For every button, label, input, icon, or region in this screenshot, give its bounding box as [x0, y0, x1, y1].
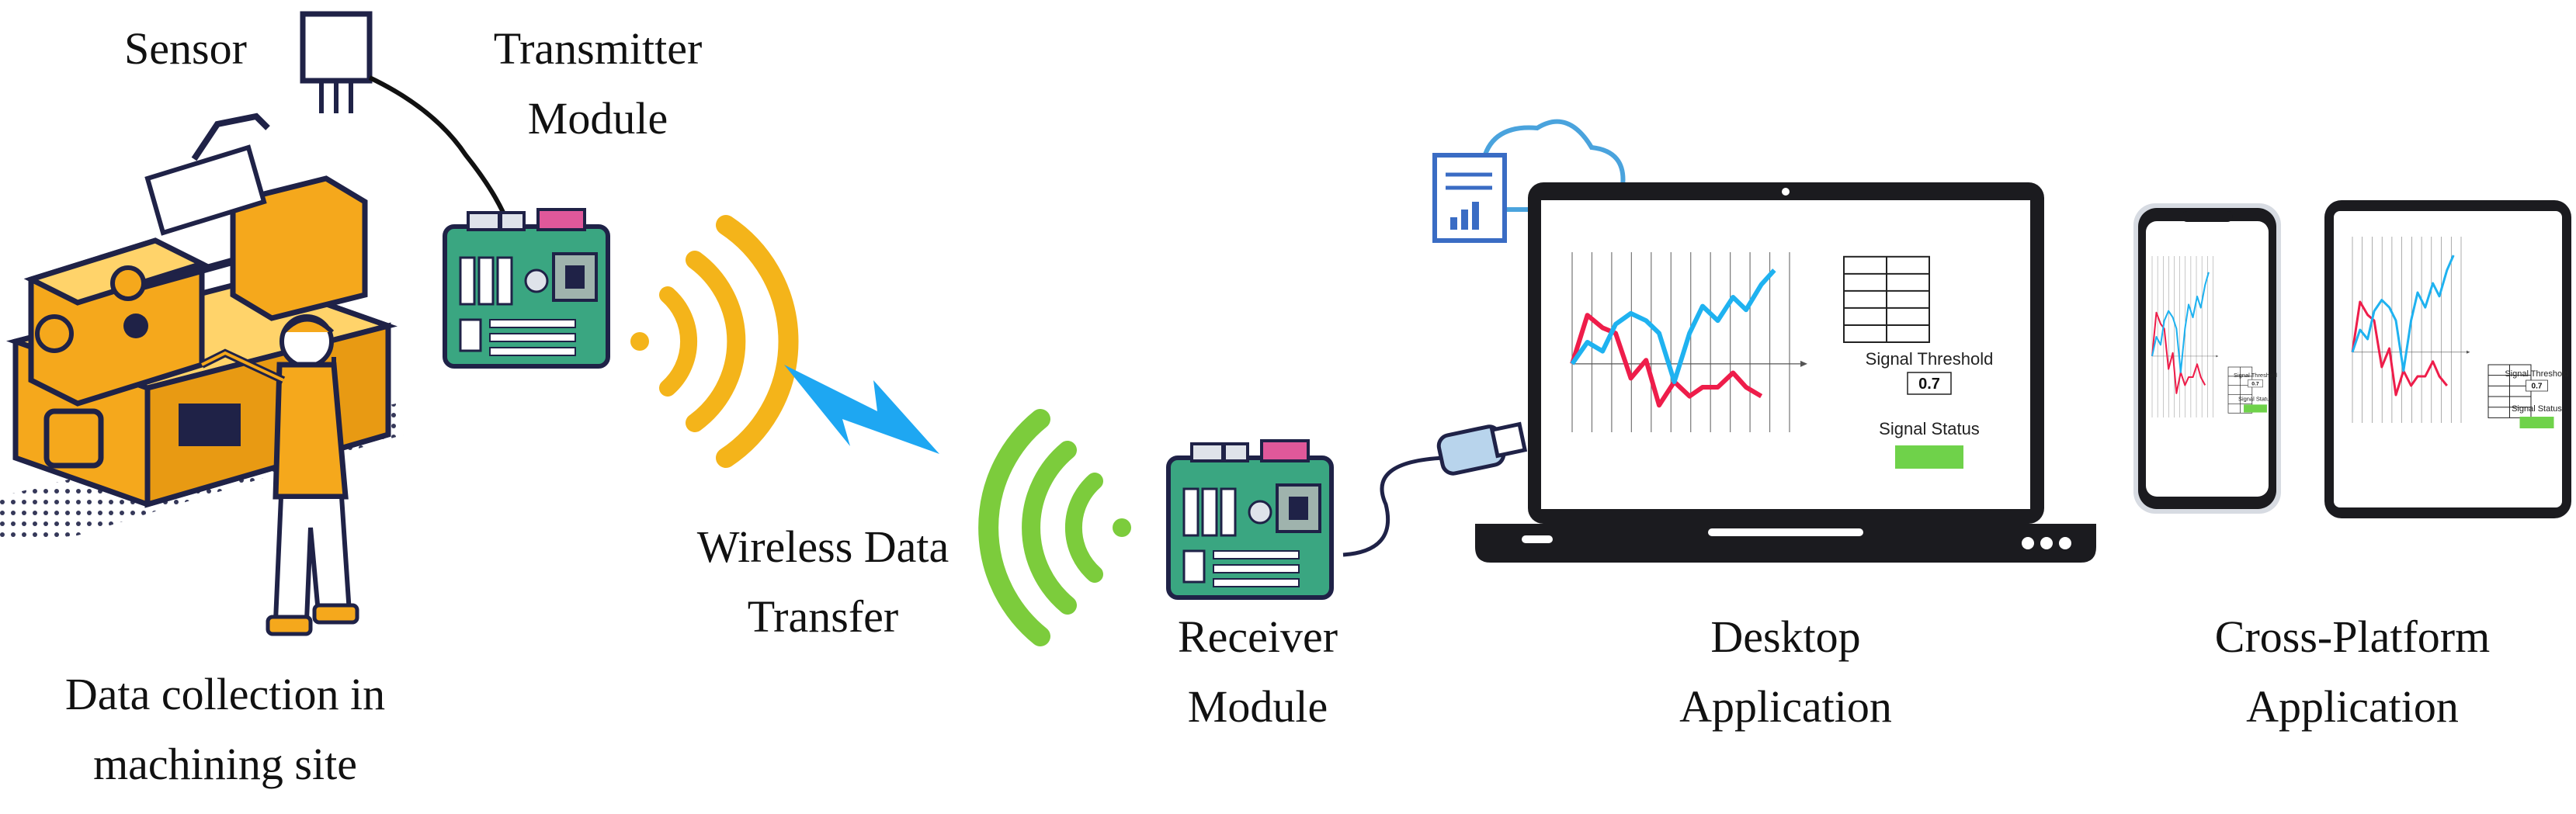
- signal-status-indicator: [2244, 404, 2267, 413]
- machining-site-illustration: [0, 113, 404, 636]
- red-signal-line: [2351, 300, 2448, 397]
- desktop-application-label: Desktop Application: [1679, 611, 1892, 732]
- threshold-value: 0.7: [2251, 382, 2259, 387]
- plot-axis-arrow: [1800, 360, 1807, 367]
- signal-status-label: Signal Status: [2512, 404, 2562, 414]
- receiver-module-label: Receiver Module: [1177, 611, 1338, 732]
- blue-signal-line: [2351, 255, 2455, 372]
- blue-signal-line: [2151, 272, 2210, 373]
- receive-signal-icon: [978, 409, 1131, 646]
- signal-threshold-label: Signal Threshold: [2234, 372, 2277, 379]
- signal-status-label: Signal Status: [1879, 419, 1980, 438]
- plot-axis-arrow: [2467, 350, 2470, 354]
- threshold-value-box: [2526, 379, 2548, 392]
- cross-platform-application-label: Cross-Platform Application: [2214, 611, 2491, 732]
- usb-cable-icon: [1342, 421, 1528, 557]
- transmit-signal-icon: [630, 215, 799, 468]
- signal-threshold-label: Signal Threshold: [2505, 369, 2568, 379]
- tablet-device: [2324, 200, 2571, 518]
- signal-status-indicator: [1895, 445, 1963, 469]
- threshold-value: 0.7: [1918, 376, 1940, 393]
- signal-threshold-label: Signal Threshold: [1866, 349, 1994, 369]
- phone-device: [2133, 203, 2281, 514]
- receiver-board-icon: [1168, 441, 1331, 598]
- red-signal-line: [1570, 313, 1763, 408]
- sensor-label: Sensor: [124, 23, 247, 74]
- machining-site-label: Data collection in machining site: [64, 669, 386, 789]
- threshold-value-box: [2248, 379, 2263, 388]
- laptop-device: [1475, 182, 2096, 563]
- transmitter-module-label: Transmitter Module: [493, 23, 703, 144]
- red-signal-line: [2151, 311, 2206, 394]
- threshold-value-box: [1907, 372, 1952, 395]
- signal-status-label: Signal Status: [2238, 396, 2272, 403]
- lightning-icon: [784, 365, 939, 454]
- plot-axis-arrow: [2216, 355, 2219, 358]
- signal-status-indicator: [2519, 417, 2554, 428]
- wireless-transfer-label: Wireless Data Transfer: [696, 521, 950, 642]
- operator-figure: [200, 314, 359, 636]
- transmitter-board-icon: [445, 210, 608, 366]
- threshold-value: 0.7: [2532, 383, 2543, 391]
- blue-signal-line: [1570, 268, 1776, 385]
- sensor-icon: [300, 11, 511, 227]
